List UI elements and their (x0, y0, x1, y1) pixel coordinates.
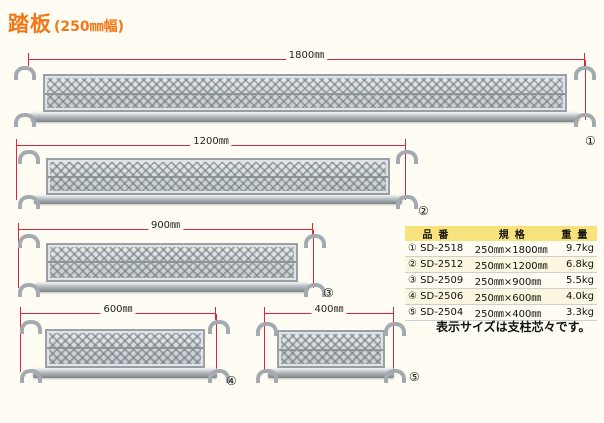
table-row: ⑤ SD-2504 250㎜×400㎜ 3.3kg (405, 304, 597, 321)
dimension-900: 900㎜ (18, 216, 313, 238)
table-row: ② SD-2512 250㎜×1200㎜ 6.8kg (405, 256, 597, 273)
hook (574, 113, 596, 128)
spec: 250㎜×1200㎜ (471, 256, 558, 273)
header-weight: 重量 (557, 226, 597, 241)
header-part-number: 品番 (405, 226, 472, 241)
weight: 9.7kg (557, 241, 597, 257)
dimension-label: 400㎜ (311, 300, 347, 315)
plank-900 (18, 230, 326, 300)
plank-marker: ⑤ (409, 370, 420, 384)
hook (14, 113, 36, 128)
table-row: ③ SD-2509 250㎜×900㎜ 5.5kg (405, 272, 597, 289)
plank-600 (20, 316, 230, 386)
spec: 250㎜×600㎜ (471, 288, 558, 305)
plank-1800 (14, 62, 596, 130)
dimension-1200: 1200㎜ (16, 132, 406, 154)
spec: 250㎜×1800㎜ (471, 241, 558, 257)
page-title: 踏板 (250㎜幅) (8, 8, 124, 38)
dimension-label: 1200㎜ (190, 132, 232, 147)
plank-marker: ① (585, 134, 596, 148)
weight: 3.3kg (557, 304, 597, 321)
table-header-row: 品番 規格 重量 (405, 226, 597, 241)
dimension-600: 600㎜ (20, 300, 216, 322)
dimension-label: 600㎜ (100, 300, 136, 315)
part-number: ④ SD-2506 (405, 288, 472, 305)
spec: 250㎜×400㎜ (471, 304, 558, 321)
part-number: ⑤ SD-2504 (405, 304, 472, 321)
plank-marker: ④ (226, 374, 237, 388)
dimension-400: 400㎜ (264, 300, 394, 322)
part-number: ③ SD-2509 (405, 272, 472, 289)
weight: 4.0kg (557, 288, 597, 305)
part-number: ② SD-2512 (405, 256, 472, 273)
part-number: ① SD-2518 (405, 241, 472, 257)
plank-400 (256, 318, 406, 386)
spec: 250㎜×900㎜ (471, 272, 558, 289)
table-row: ④ SD-2506 250㎜×600㎜ 4.0kg (405, 288, 597, 305)
plank-marker: ③ (323, 286, 334, 300)
title-sub: (250㎜幅) (54, 19, 125, 35)
plank-marker: ② (418, 204, 429, 218)
title-main: 踏板 (8, 12, 52, 36)
dimension-label: 1800㎜ (285, 46, 328, 61)
dimension-label: 900㎜ (147, 216, 184, 231)
weight: 5.5kg (557, 272, 597, 289)
header-spec: 規格 (471, 226, 558, 241)
hook (14, 66, 36, 81)
table-row: ① SD-2518 250㎜×1800㎜ 9.7kg (405, 241, 597, 257)
plank-1200 (18, 146, 418, 212)
hook (574, 66, 596, 81)
weight: 6.8kg (557, 256, 597, 273)
spec-table: 品番 規格 重量 ① SD-2518 250㎜×1800㎜ 9.7kg ② SD… (405, 226, 597, 321)
size-note: 表示サイズは支柱芯々です。 (436, 320, 591, 334)
dimension-1800: 1800㎜ (28, 46, 585, 68)
